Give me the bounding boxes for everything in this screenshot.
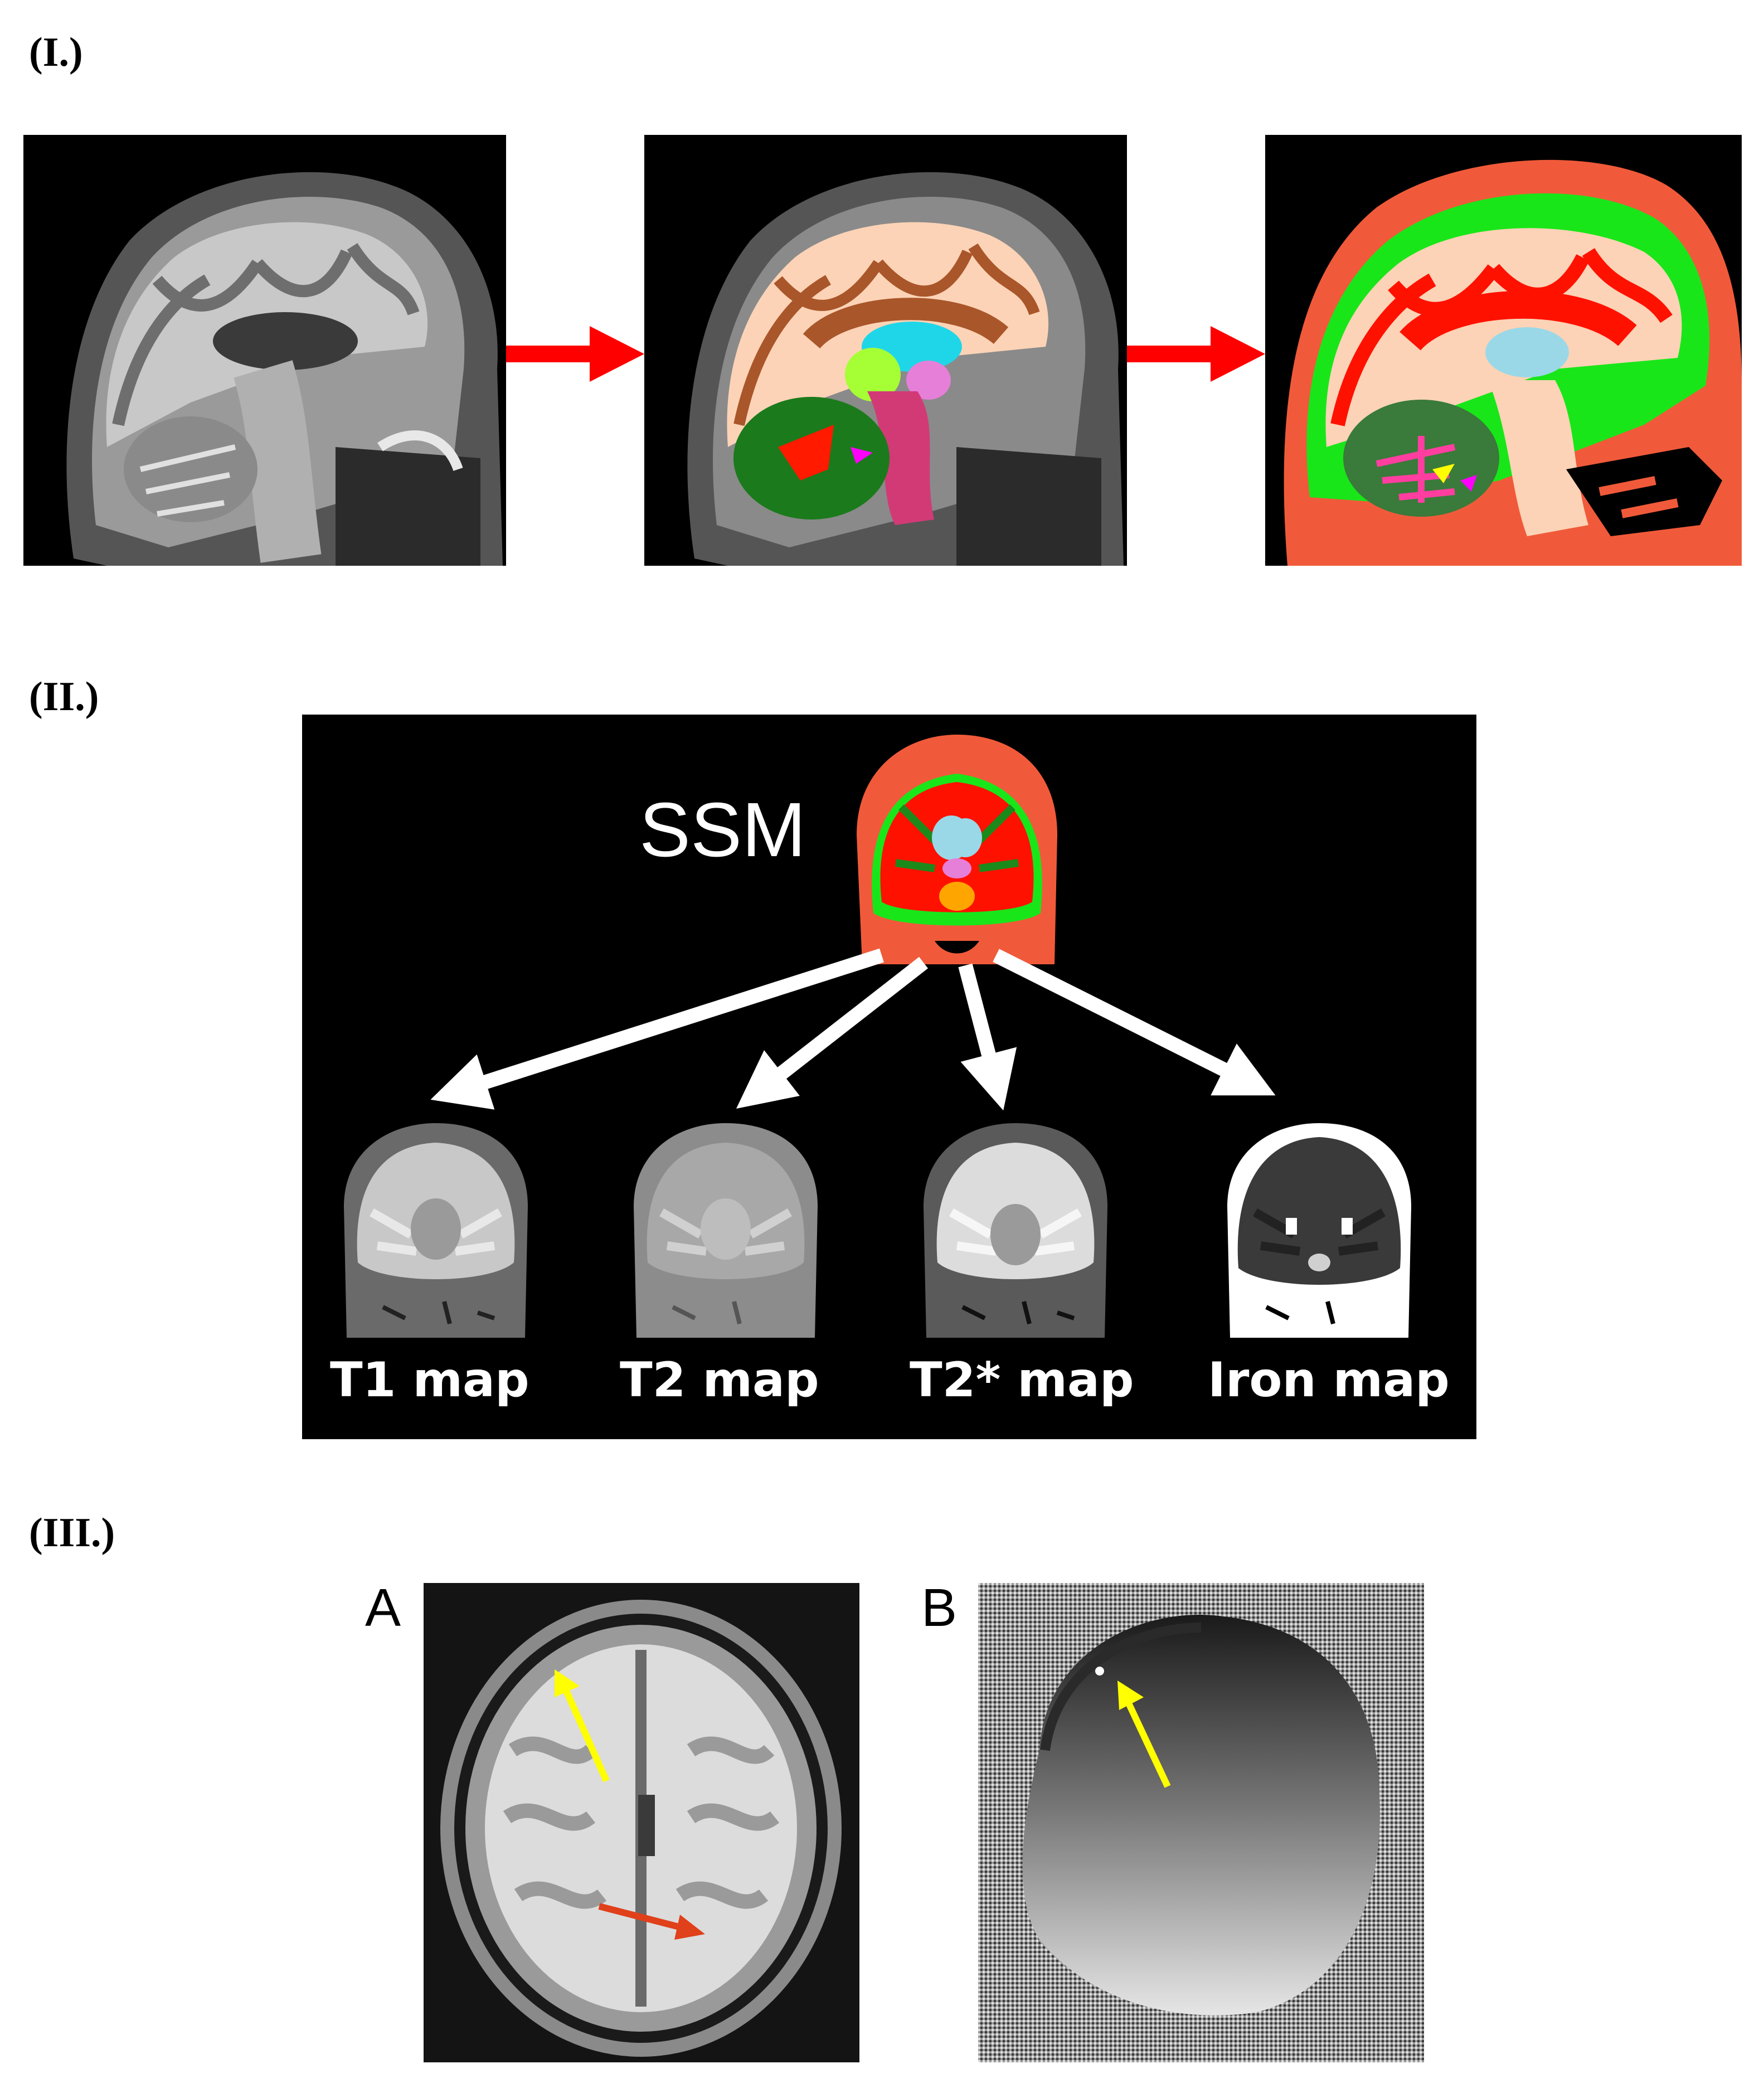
segmentation-overlay-image bbox=[644, 135, 1127, 566]
flow-arrow-2 bbox=[1127, 326, 1265, 382]
t2star-map-image bbox=[918, 1123, 1113, 1341]
panel-b-label: B bbox=[921, 1578, 958, 1638]
axial-magnitude-image bbox=[424, 1583, 859, 2062]
panel-a-label: A bbox=[365, 1578, 401, 1638]
t2star-map-label: T2* map bbox=[910, 1352, 1134, 1408]
section-label-1: (I.) bbox=[29, 30, 83, 75]
yellow-pointer-arrow-a bbox=[541, 1667, 630, 1789]
mri-sagittal-image bbox=[23, 135, 506, 566]
tissue-label-map-image bbox=[1265, 135, 1742, 566]
ssm-coronal-model bbox=[851, 735, 1063, 964]
axial-phase-image bbox=[978, 1583, 1424, 2062]
ssm-fanout-arrows bbox=[302, 715, 1476, 1439]
t2-map-image bbox=[628, 1123, 823, 1341]
flow-arrow-1 bbox=[506, 326, 644, 382]
section-label-2: (II.) bbox=[29, 674, 99, 720]
iron-map-label: Iron map bbox=[1208, 1352, 1450, 1408]
iron-map-image bbox=[1222, 1123, 1417, 1341]
ssm-label: SSM bbox=[639, 787, 806, 873]
t2-map-label: T2 map bbox=[620, 1352, 819, 1408]
red-pointer-arrow-a bbox=[596, 1895, 708, 1945]
ssm-diagram: SSM bbox=[302, 715, 1476, 1439]
t1-map-label: T1 map bbox=[330, 1352, 529, 1408]
t1-map-image bbox=[338, 1123, 533, 1341]
section-label-3: (III.) bbox=[29, 1510, 115, 1556]
yellow-pointer-arrow-b bbox=[1109, 1678, 1182, 1795]
